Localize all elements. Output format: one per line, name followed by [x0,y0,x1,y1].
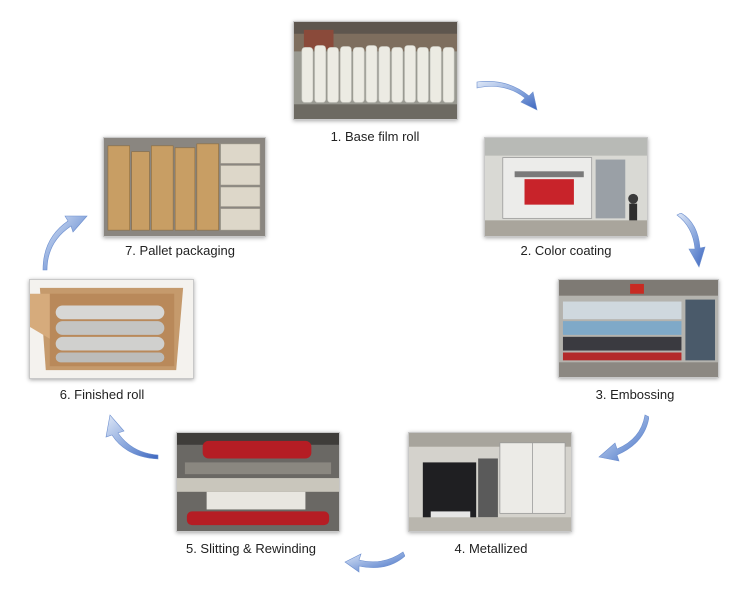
step-2-label: 2. Color coating [520,243,612,258]
step-1-photo [293,21,458,120]
arrow-1-to-2-icon [476,81,538,111]
arrow-6-to-7-icon [42,215,88,271]
step-6-photo [29,279,194,379]
step-5-label: 5. Slitting & Rewinding [185,541,317,556]
step-3-label: 3. Embossing [595,387,675,402]
step-7-photo [103,137,266,237]
step-1-label: 1. Base film roll [330,129,420,144]
step-4-photo [408,432,572,532]
step-2-photo [484,137,648,237]
step-3-photo [558,279,719,378]
arrow-4-to-5-icon [344,551,405,573]
arrow-2-to-3-icon [676,213,706,268]
step-5-photo [176,432,340,532]
arrow-5-to-6-icon [105,414,159,460]
step-7-label: 7. Pallet packaging [125,243,235,258]
step-6-label: 6. Finished roll [59,387,145,402]
arrow-3-to-4-icon [598,414,649,462]
step-4-label: 4. Metallized [454,541,528,556]
